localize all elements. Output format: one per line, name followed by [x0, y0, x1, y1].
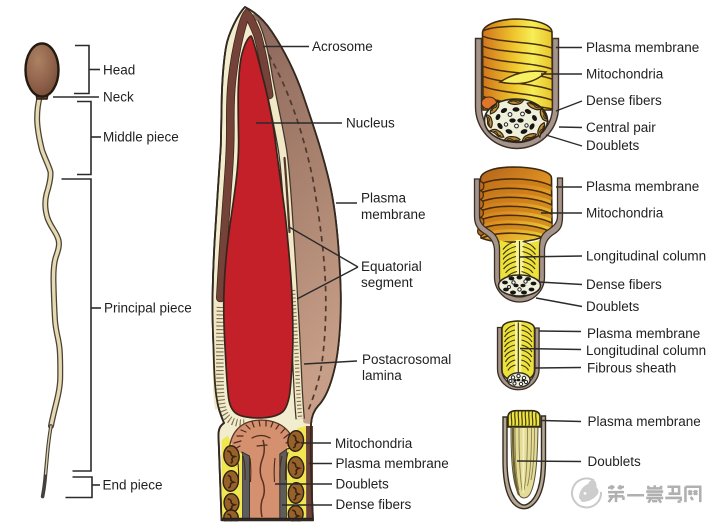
svg-text:Doublets: Doublets — [588, 454, 642, 469]
svg-text:Plasma membrane: Plasma membrane — [586, 179, 699, 194]
svg-text:Dense fibers: Dense fibers — [586, 93, 662, 108]
svg-text:Nucleus: Nucleus — [346, 116, 395, 131]
svg-text:Middle piece: Middle piece — [103, 130, 179, 145]
svg-text:Mitochondria: Mitochondria — [586, 206, 664, 221]
svg-text:Head: Head — [103, 63, 135, 78]
svg-text:End piece: End piece — [103, 478, 163, 493]
svg-text:Plasma membrane: Plasma membrane — [587, 326, 700, 341]
svg-text:Longitudinal column: Longitudinal column — [586, 249, 706, 264]
svg-text:segment: segment — [361, 275, 413, 290]
svg-text:Plasma membrane: Plasma membrane — [586, 40, 699, 55]
svg-text:Doublets: Doublets — [336, 477, 390, 492]
svg-text:Dense fibers: Dense fibers — [586, 277, 662, 292]
svg-text:Equatorial: Equatorial — [361, 259, 422, 274]
svg-text:Acrosome: Acrosome — [312, 39, 373, 54]
svg-text:Principal piece: Principal piece — [104, 301, 192, 316]
svg-text:Postacrosomal: Postacrosomal — [362, 352, 451, 367]
svg-text:Doublets: Doublets — [586, 138, 640, 153]
svg-text:Plasma membrane: Plasma membrane — [336, 456, 449, 471]
svg-text:lamina: lamina — [362, 368, 402, 383]
svg-text:Mitochondria: Mitochondria — [335, 436, 413, 451]
svg-text:Mitochondria: Mitochondria — [586, 67, 664, 82]
svg-text:Central pair: Central pair — [586, 120, 656, 135]
svg-text:Plasma: Plasma — [361, 191, 407, 206]
svg-text:Neck: Neck — [103, 90, 134, 105]
svg-text:Plasma membrane: Plasma membrane — [588, 414, 701, 429]
svg-text:Longitudinal column: Longitudinal column — [586, 343, 706, 358]
svg-text:Fibrous sheath: Fibrous sheath — [587, 361, 676, 376]
svg-text:membrane: membrane — [361, 207, 426, 222]
svg-text:Doublets: Doublets — [586, 299, 640, 314]
svg-text:Dense fibers: Dense fibers — [336, 497, 412, 512]
